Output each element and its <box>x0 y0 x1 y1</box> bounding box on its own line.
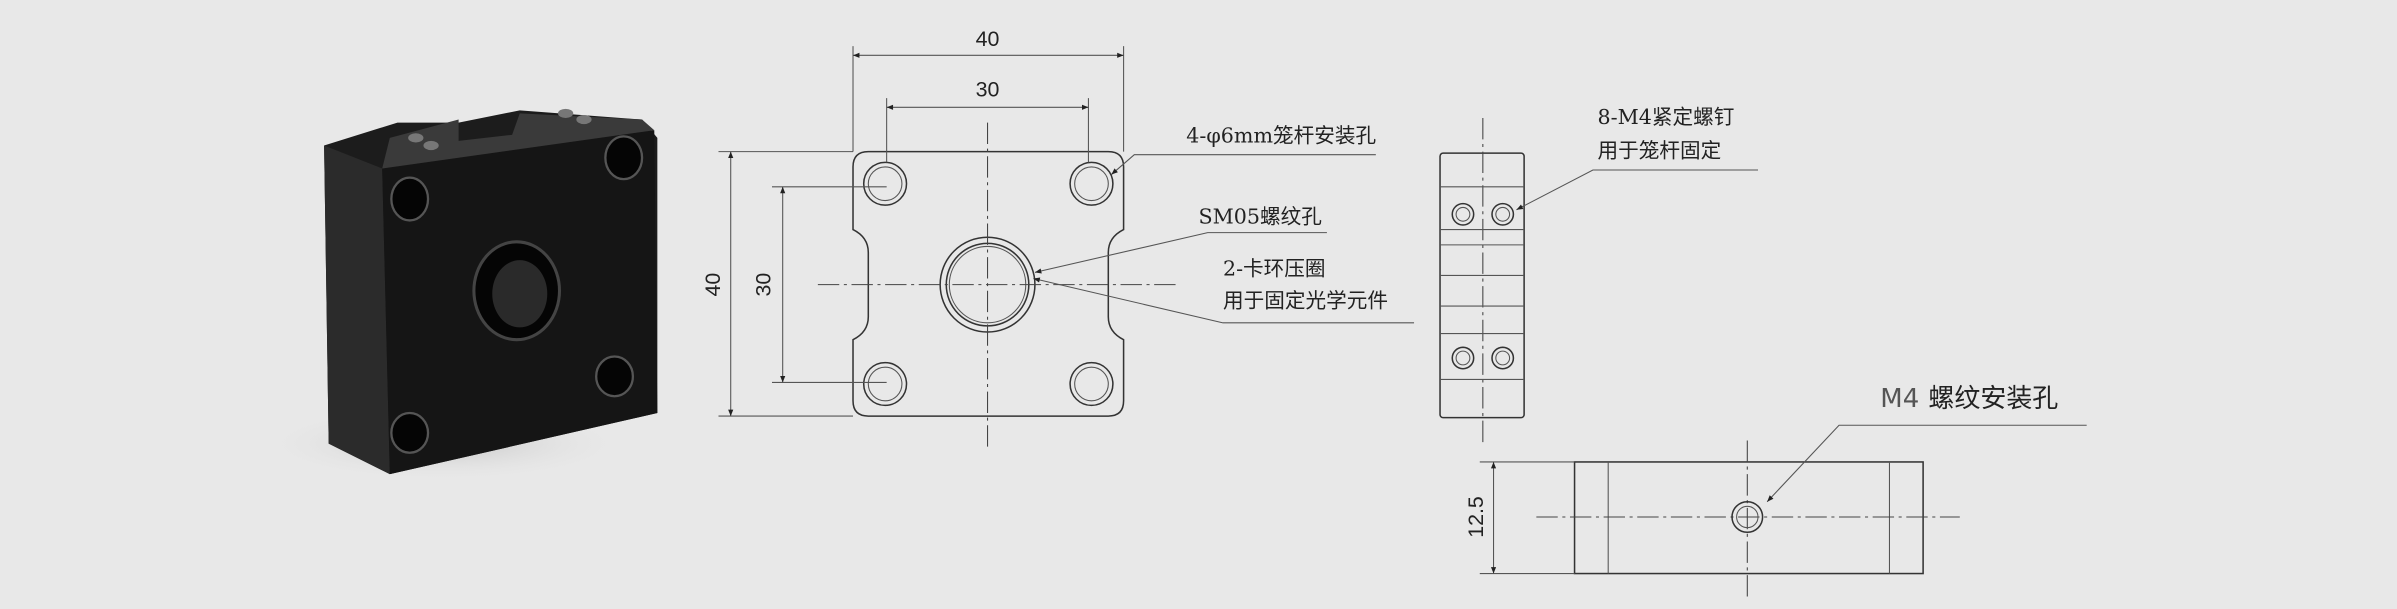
dim-width-40: 40 <box>976 27 1000 51</box>
dim-height-40: 40 <box>701 273 725 297</box>
cage-rod-hole <box>1069 161 1114 206</box>
cage-rod-hole <box>1069 361 1114 407</box>
set-screw <box>1451 346 1475 370</box>
m4-mount-hole <box>1731 500 1764 534</box>
set-screw <box>1491 202 1515 226</box>
dim-height-30: 30 <box>751 273 775 297</box>
side-view: 8-M4紧定螺钉 用于笼杆固定 <box>1439 105 1759 447</box>
cage-rod-hole <box>862 161 908 206</box>
product-3d-render <box>259 108 658 482</box>
label-setscrew-2: 用于笼杆固定 <box>1597 139 1721 163</box>
set-screw <box>1491 346 1515 370</box>
cage-rod-hole <box>862 361 908 407</box>
label-retaining-ring-1: 2-卡环压圈 <box>1223 256 1326 280</box>
label-sm05-thread: SM05螺纹孔 <box>1199 204 1322 228</box>
label-cage-rod-holes: 4-φ6mm笼杆安装孔 <box>1186 123 1376 147</box>
set-screw <box>1451 202 1475 226</box>
dim-width-30: 30 <box>976 78 1000 102</box>
dim-thickness-12-5: 12.5 <box>1464 496 1488 538</box>
label-setscrew-1: 8-M4紧定螺钉 <box>1597 105 1734 129</box>
front-view: 40 30 40 30 4-φ6mm笼杆安装孔 SM05螺纹孔 2-卡环压圈 用… <box>701 27 1415 452</box>
label-retaining-ring-2: 用于固定光学元件 <box>1223 289 1388 313</box>
